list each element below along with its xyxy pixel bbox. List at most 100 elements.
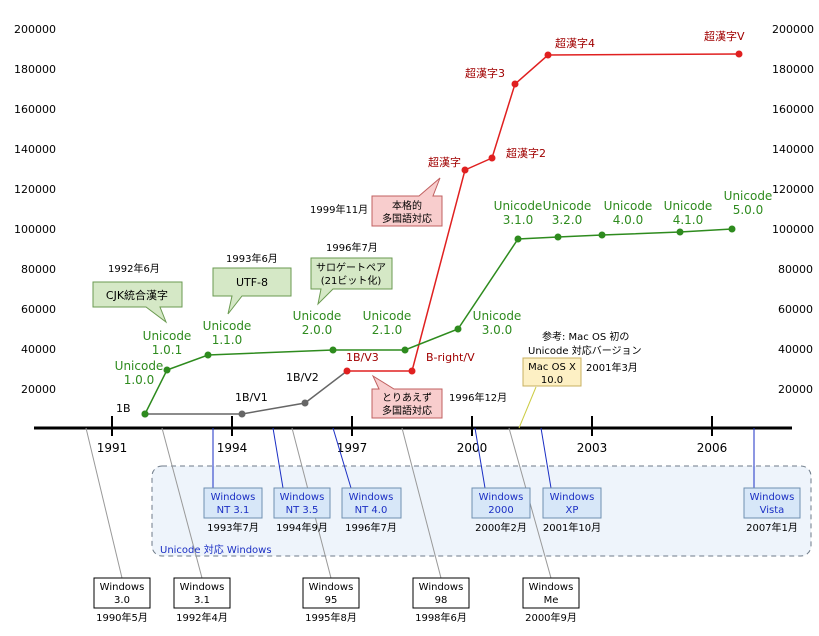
callout-temp-multilingual: とりあえず 多国語対応 1996年12月 — [371, 374, 507, 419]
box-version: NT 3.5 — [286, 505, 319, 516]
version-number: 4.0.0 — [613, 213, 644, 227]
series-label: 超漢字2 — [506, 146, 546, 160]
y-tick-label: 140000 — [772, 143, 814, 156]
version-label: Unicode — [203, 319, 252, 333]
callout-full-multilingual: 1999年11月 本格的 多国語対応 — [310, 177, 443, 227]
y-tick-label: 180000 — [14, 63, 56, 76]
release-date: 1996年7月 — [345, 521, 397, 534]
release-date: 2000年2月 — [475, 521, 527, 534]
y-tick-label: 200000 — [14, 23, 56, 36]
y-tick-label: 100000 — [14, 223, 56, 236]
data-point — [735, 50, 743, 58]
unicode-windows-boxes: Windows NT 3.1 1993年7月 Windows NT 3.5 19… — [203, 487, 801, 534]
data-point — [204, 351, 212, 359]
y-axis-left: 200000 180000 160000 140000 120000 10000… — [14, 23, 56, 396]
macos-box-label: Mac OS X — [528, 362, 576, 373]
x-tick-label: 1997 — [337, 441, 368, 455]
callout-text: 本格的 — [392, 199, 422, 212]
version-number: 1.0.0 — [124, 373, 155, 387]
note-text: Unicode 対応バージョン — [528, 344, 642, 357]
macos-date: 2001年3月 — [586, 361, 638, 374]
box — [273, 487, 331, 519]
time-axis: 1991 1994 1997 2000 2003 2006 — [34, 416, 792, 455]
box-version: 3.1 — [194, 595, 210, 606]
version-label: Unicode — [115, 359, 164, 373]
windows-98-box: Windows 98 1998年6月 — [412, 577, 470, 624]
connector-line — [518, 386, 537, 429]
data-point — [728, 225, 736, 233]
box-version: NT 3.1 — [217, 505, 250, 516]
version-label: Unicode — [494, 199, 543, 213]
series-line — [145, 370, 348, 415]
data-point — [238, 410, 246, 418]
x-tick-label: 1991 — [97, 441, 128, 455]
connector-line — [85, 427, 123, 579]
data-point — [514, 235, 522, 243]
callout-bubble — [371, 177, 443, 227]
y-axis-right: 200000 180000 160000 140000 120000 10000… — [772, 23, 814, 396]
version-number: 1.1.0 — [212, 333, 243, 347]
data-point — [554, 233, 562, 241]
box-version: 98 — [435, 595, 448, 606]
y-tick-label: 80000 — [21, 263, 56, 276]
release-date: 2001年10月 — [543, 521, 601, 534]
release-date: 1992年4月 — [176, 611, 228, 624]
data-point — [141, 410, 149, 418]
box-label: Windows — [211, 492, 256, 503]
callout-date: 1996年12月 — [449, 391, 507, 404]
box-version: Me — [544, 595, 559, 606]
x-tick-label: 2003 — [577, 441, 608, 455]
box — [93, 577, 151, 609]
version-number: 2.0.0 — [302, 323, 333, 337]
data-point — [511, 80, 519, 88]
y-tick-label: 60000 — [21, 303, 56, 316]
data-point — [163, 366, 171, 374]
version-label: Unicode — [473, 309, 522, 323]
macos-note: 参考: Mac OS 初の Unicode 対応バージョン Mac OS X 1… — [518, 330, 642, 429]
box-version: 3.0 — [114, 595, 130, 606]
version-number: 1.0.1 — [152, 343, 183, 357]
callout-text: サロゲートペア — [316, 262, 386, 274]
box — [542, 487, 602, 519]
version-number: 5.0.0 — [733, 203, 764, 217]
connector-line — [401, 427, 442, 579]
y-tick-label: 120000 — [14, 183, 56, 196]
version-label: Unicode — [724, 189, 773, 203]
windows-vista-box: Windows Vista 2007年1月 — [743, 487, 801, 534]
box-label: Windows — [349, 492, 394, 503]
macos-box-version: 10.0 — [541, 375, 563, 386]
windows-xp-box: Windows XP 2001年10月 — [542, 487, 602, 534]
box — [173, 577, 231, 609]
unicode-windows-group-label: Unicode 対応 Windows — [160, 543, 272, 556]
callout-bubble — [212, 267, 292, 315]
version-number: 4.1.0 — [673, 213, 704, 227]
y-tick-label: 80000 — [778, 263, 813, 276]
y-tick-label: 40000 — [21, 343, 56, 356]
box-label: Windows — [550, 492, 595, 503]
series-label: 超漢字3 — [465, 66, 505, 80]
callout-surrogate: 1996年7月 サロゲートペア (21ビット化) — [310, 241, 393, 306]
box-version: NT 4.0 — [355, 505, 388, 516]
callout-date: 1996年7月 — [326, 241, 378, 254]
version-label: Unicode — [543, 199, 592, 213]
box-label: Windows — [180, 582, 225, 593]
box-version: Vista — [760, 505, 785, 516]
series-label: 1B/V2 — [286, 371, 319, 384]
y-tick-label: 60000 — [778, 303, 813, 316]
callout-date: 1999年11月 — [310, 203, 368, 216]
data-point — [301, 399, 309, 407]
box-label: Windows — [100, 582, 145, 593]
windows-31-box: Windows 3.1 1992年4月 — [173, 577, 231, 624]
box-label: Windows — [529, 582, 574, 593]
box-label: Windows — [280, 492, 325, 503]
callout-date: 1993年6月 — [226, 252, 278, 265]
box-version: 95 — [325, 595, 338, 606]
windows-nt40-box: Windows NT 4.0 1996年7月 — [341, 487, 402, 534]
box-label: Windows — [309, 582, 354, 593]
release-date: 1995年8月 — [305, 611, 357, 624]
callout-bubble — [310, 257, 393, 306]
y-tick-label: 160000 — [14, 103, 56, 116]
y-tick-label: 140000 — [14, 143, 56, 156]
connector-line — [540, 427, 552, 489]
